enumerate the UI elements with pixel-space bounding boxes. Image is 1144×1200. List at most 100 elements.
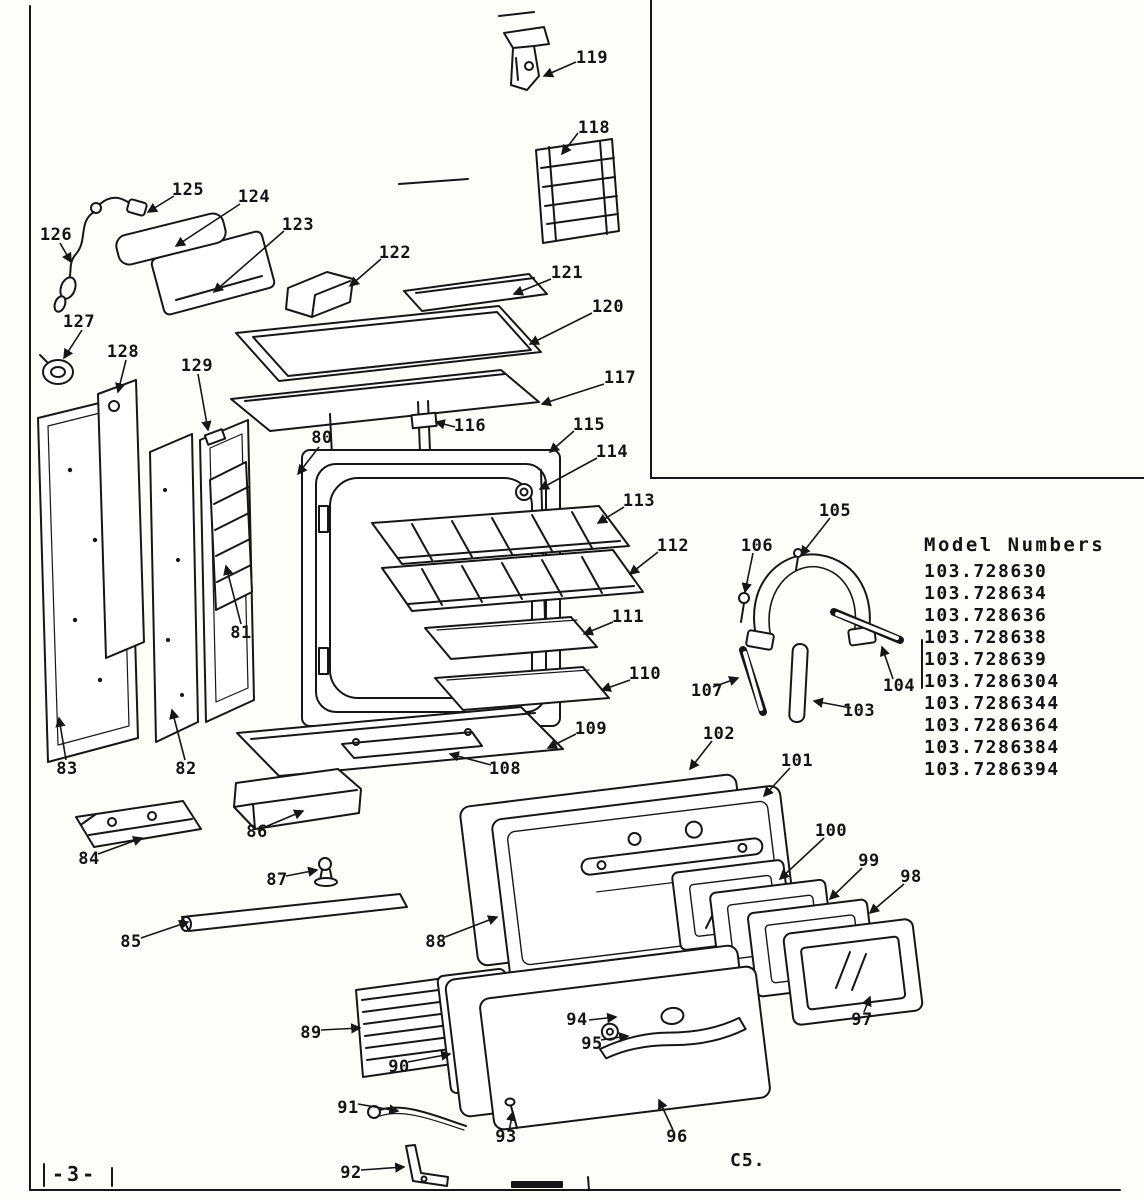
part-callout-113: 113 xyxy=(622,491,656,511)
part-callout-102: 102 xyxy=(702,724,736,744)
part-callout-118: 118 xyxy=(577,118,611,138)
part-callout-104: 104 xyxy=(882,676,916,696)
model-number: 103.728639 xyxy=(924,649,1048,670)
part-callout-82: 82 xyxy=(175,759,197,779)
model-number: 103.7286304 xyxy=(924,671,1060,692)
part-callout-83: 83 xyxy=(56,759,78,779)
part-callout-87: 87 xyxy=(266,870,288,890)
part-callout-101: 101 xyxy=(780,751,814,771)
part-callout-115: 115 xyxy=(572,415,606,435)
part-callout-106: 106 xyxy=(740,536,774,556)
part-callout-123: 123 xyxy=(281,215,315,235)
part-87-stud xyxy=(314,857,338,887)
part-84-plate xyxy=(75,800,202,848)
part-112-rack xyxy=(381,549,644,612)
part-117-panel xyxy=(230,369,540,432)
model-number: 103.728638 xyxy=(924,627,1048,648)
part-callout-119: 119 xyxy=(575,48,609,68)
part-93-screw xyxy=(504,1097,518,1129)
part-128-panel xyxy=(97,379,145,659)
part-91-rod xyxy=(367,1105,467,1131)
part-callout-109: 109 xyxy=(574,719,608,739)
part-callout-80: 80 xyxy=(311,428,333,448)
model-number: 103.7286364 xyxy=(924,715,1060,736)
part-callout-117: 117 xyxy=(603,368,637,388)
part-116-bracket xyxy=(329,400,438,457)
part-callout-86: 86 xyxy=(246,822,268,842)
model-number: 103.728634 xyxy=(924,583,1048,604)
part-104-rod xyxy=(830,608,904,644)
part-callout-90: 90 xyxy=(388,1057,410,1077)
part-callout-114: 114 xyxy=(595,442,629,462)
part-callout-116: 116 xyxy=(453,416,487,436)
model-number: 103.728630 xyxy=(924,561,1048,582)
part-callout-103: 103 xyxy=(842,701,876,721)
part-callout-98: 98 xyxy=(900,867,922,887)
part-105-handle xyxy=(745,548,877,651)
part-callout-97: 97 xyxy=(851,1010,873,1030)
part-92-bracket xyxy=(405,1144,449,1187)
part-callout-107: 107 xyxy=(690,681,724,701)
model-number: 103.7286344 xyxy=(924,693,1060,714)
part-86-bracket xyxy=(233,768,362,830)
part-111-tray xyxy=(424,616,598,660)
part-113-rack xyxy=(371,505,630,565)
part-122-bracket xyxy=(285,271,354,318)
part-82-insulation xyxy=(149,433,199,743)
part-callout-105: 105 xyxy=(818,501,852,521)
part-callout-94: 94 xyxy=(566,1010,588,1030)
part-callout-110: 110 xyxy=(628,664,662,684)
part-callout-85: 85 xyxy=(120,932,142,952)
part-110-tray xyxy=(434,666,610,711)
wiring-harness xyxy=(39,196,148,385)
part-118-rack xyxy=(535,138,620,244)
part-121-panel xyxy=(403,273,548,312)
part-callout-120: 120 xyxy=(591,297,625,317)
model-number: 103.7286384 xyxy=(924,737,1060,758)
part-callout-92: 92 xyxy=(340,1163,362,1183)
part-124-panel xyxy=(115,212,227,266)
part-96-door-front xyxy=(479,965,771,1131)
model-number: 103.7286394 xyxy=(924,759,1060,780)
part-81-insulation xyxy=(209,461,253,611)
model-numbers-title: Model Numbers xyxy=(924,534,1106,556)
leader-lines xyxy=(55,61,905,1173)
part-106-screw xyxy=(738,592,750,623)
part-callout-112: 112 xyxy=(656,536,690,556)
part-120-top-panel xyxy=(235,305,542,382)
part-callout-100: 100 xyxy=(814,821,848,841)
part-callout-127: 127 xyxy=(62,312,96,332)
part-callout-122: 122 xyxy=(378,243,412,263)
part-callout-126: 126 xyxy=(39,225,73,245)
part-callout-81: 81 xyxy=(230,623,252,643)
part-callout-96: 96 xyxy=(666,1127,688,1147)
part-callout-95: 95 xyxy=(581,1034,603,1054)
page-number: -3- xyxy=(52,1162,98,1186)
part-callout-128: 128 xyxy=(106,342,140,362)
part-callout-108: 108 xyxy=(488,759,522,779)
part-callout-129: 129 xyxy=(180,356,214,376)
part-97-window-frame xyxy=(782,918,924,1026)
part-103-strip xyxy=(788,643,809,724)
plate-code: C5. xyxy=(730,1150,766,1171)
part-85-bar xyxy=(180,893,408,932)
part-119-bracket xyxy=(503,26,550,91)
part-callout-99: 99 xyxy=(858,851,880,871)
part-callout-125: 125 xyxy=(171,180,205,200)
part-callout-89: 89 xyxy=(300,1023,322,1043)
part-callout-111: 111 xyxy=(611,607,645,627)
part-callout-91: 91 xyxy=(337,1098,359,1118)
part-107-rod xyxy=(739,646,767,716)
page-frame xyxy=(29,0,1144,1191)
part-callout-88: 88 xyxy=(425,932,447,952)
part-109-bottom-panel xyxy=(236,706,564,777)
model-number: 103.728636 xyxy=(924,605,1048,626)
part-callout-84: 84 xyxy=(78,849,100,869)
part-callout-93: 93 xyxy=(495,1127,517,1147)
part-callout-124: 124 xyxy=(237,187,271,207)
part-callout-121: 121 xyxy=(550,263,584,283)
